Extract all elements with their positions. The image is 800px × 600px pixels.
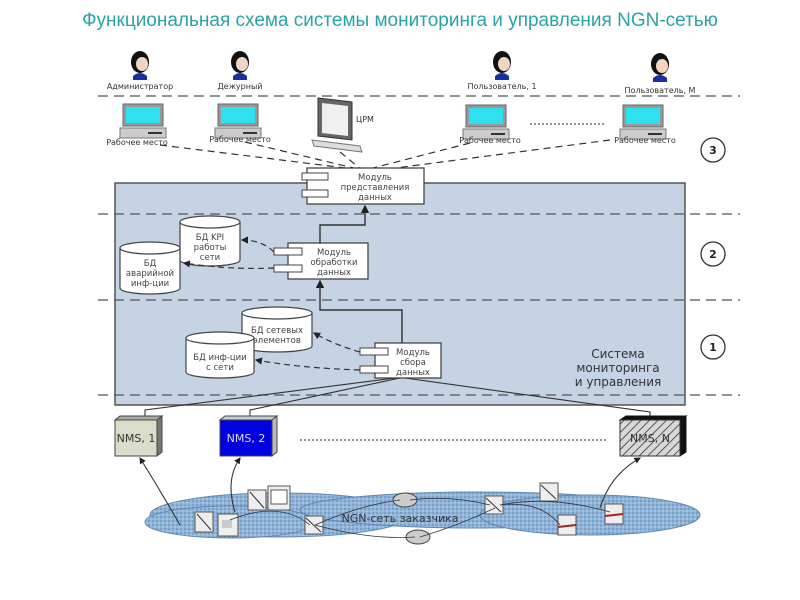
- person-icon: [231, 51, 249, 80]
- person-admin: Администратор: [107, 51, 173, 91]
- role-label: Пользователь, 1: [467, 82, 536, 91]
- computer-icon: [119, 103, 167, 139]
- svg-text:Модуль: Модуль: [396, 348, 430, 358]
- svg-text:БД KPI: БД KPI: [196, 233, 224, 243]
- system-label: Система мониторинга и управления: [575, 347, 662, 389]
- cpm-monitor: ЦРМ: [311, 97, 374, 153]
- svg-text:Система: Система: [591, 347, 645, 361]
- module-presentation: Модуль представления данных: [301, 167, 425, 205]
- cpm-label: ЦРМ: [356, 115, 374, 124]
- workstation-user-m: Рабочее место: [614, 104, 676, 145]
- svg-text:мониторинга: мониторинга: [576, 361, 659, 375]
- svg-text:и управления: и управления: [575, 375, 662, 389]
- svg-text:1: 1: [709, 341, 717, 354]
- svg-text:сбора: сбора: [400, 358, 426, 368]
- db-kpi: БД KPI работы сети: [179, 215, 241, 267]
- workstation-label: Рабочее место: [209, 135, 271, 144]
- svg-text:обработки: обработки: [310, 258, 357, 268]
- workstation-label: Рабочее место: [459, 136, 521, 145]
- level-2-badge: 2: [700, 241, 726, 267]
- nms-n: NMS, N: [618, 415, 688, 457]
- ngn-network: NGN-сеть заказчика: [144, 482, 701, 545]
- nms-2: NMS, 2: [218, 414, 279, 458]
- svg-text:2: 2: [709, 248, 717, 261]
- role-label: Администратор: [107, 82, 173, 91]
- svg-text:NMS, N: NMS, N: [630, 432, 670, 445]
- nms-monitoring-links: [139, 457, 641, 526]
- svg-text:работы: работы: [194, 243, 227, 253]
- svg-text:БД: БД: [144, 259, 157, 269]
- level-separators: [98, 95, 740, 396]
- svg-text:NMS, 2: NMS, 2: [227, 432, 266, 445]
- level-3-badge: 3: [700, 137, 726, 163]
- level-1-badge: 1: [700, 334, 726, 360]
- person-user-m: Пользователь, M: [625, 53, 696, 95]
- nms-1: NMS, 1: [113, 414, 164, 458]
- svg-text:данных: данных: [317, 268, 351, 278]
- computer-icon: [619, 104, 667, 140]
- workstation-label: Рабочее место: [614, 136, 676, 145]
- svg-text:БД сетевых: БД сетевых: [251, 326, 303, 336]
- svg-text:данных: данных: [396, 368, 430, 378]
- svg-text:Модуль: Модуль: [317, 248, 351, 258]
- module-processing: Модуль обработки данных: [273, 242, 369, 280]
- svg-text:БД инф-ции: БД инф-ции: [193, 353, 246, 363]
- person-duty: Дежурный: [218, 51, 263, 91]
- svg-text:NMS, 1: NMS, 1: [117, 432, 156, 445]
- workstation-label: Рабочее место: [106, 138, 168, 147]
- person-icon: [493, 51, 511, 80]
- svg-text:аварийной: аварийной: [126, 269, 174, 279]
- svg-text:инф-ции: инф-ции: [131, 279, 169, 289]
- page-title: Функциональная схема системы мониторинга…: [82, 10, 718, 31]
- db-netinfo: БД инф-ции с сети: [185, 331, 255, 379]
- svg-text:NGN-сеть заказчика: NGN-сеть заказчика: [341, 512, 458, 525]
- person-icon: [651, 53, 669, 82]
- role-label: Пользователь, M: [625, 86, 696, 95]
- db-alarm: БД аварийной инф-ции: [119, 241, 181, 295]
- svg-text:представления: представления: [341, 183, 410, 193]
- computer-icon: [462, 104, 510, 140]
- svg-text:элементов: элементов: [253, 336, 301, 346]
- workstation-duty: Рабочее место: [209, 103, 271, 144]
- monitor-icon: [311, 97, 363, 153]
- db-links: [182, 236, 361, 371]
- workstation-admin: Рабочее место: [106, 103, 168, 147]
- computer-icon: [214, 103, 262, 139]
- workstation-links: [159, 139, 611, 173]
- svg-text:с сети: с сети: [206, 363, 234, 373]
- svg-text:Модуль: Модуль: [358, 173, 392, 183]
- module-links: [315, 204, 403, 343]
- svg-text:данных: данных: [358, 193, 392, 203]
- workstation-user-1: Рабочее место: [459, 104, 521, 145]
- role-label: Дежурный: [218, 82, 263, 91]
- svg-text:3: 3: [709, 144, 717, 157]
- svg-text:сети: сети: [200, 253, 220, 263]
- person-user-1: Пользователь, 1: [467, 51, 537, 91]
- person-icon: [131, 51, 149, 80]
- module-collection: Модуль сбора данных: [359, 342, 442, 379]
